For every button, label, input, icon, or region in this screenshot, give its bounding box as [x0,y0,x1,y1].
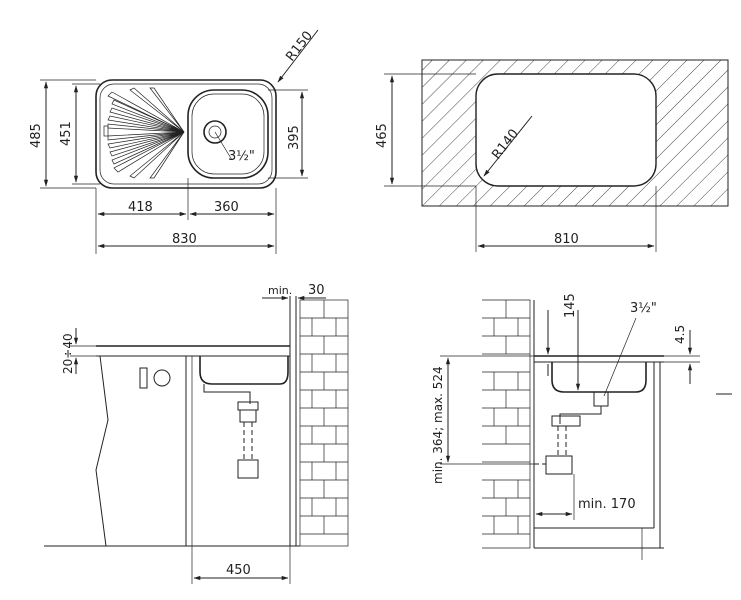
front-section-view: 145 3½" 4.5 min. 364; max. 524 min. 170 [431,293,732,560]
brick-wall-right [482,299,531,549]
drainer-width-label: 418 [128,200,153,215]
height-range-label: min. 364; max. 524 [431,366,445,484]
worktop-thickness-label: 20÷40 [61,333,75,374]
trap-icon [237,459,259,479]
rim-height-label: 4.5 [673,325,687,344]
cutout-outline [475,73,657,187]
cutout-width-label: 810 [554,232,579,247]
trap-front-icon [545,455,573,475]
radius-label: R150 [283,29,316,65]
control-knob-icon [139,367,148,389]
waste-front-size-label: 3½" [630,301,657,316]
drop-value-label: 145 [563,293,578,318]
sink-outer-outline [95,79,277,189]
bowl-outline [187,89,269,179]
min-gap-label: min. [268,284,292,297]
cutout-depth-label: 465 [375,123,390,148]
bowl-outer-depth-label: 451 [59,121,74,146]
cutout-plan-view: 465 R140 810 [375,59,729,252]
bowl-width-label: 360 [214,200,239,215]
bowl-front-section [551,362,647,393]
brick-wall-left [299,299,349,547]
bowl-depth-label: 395 [287,125,302,150]
side-section-view: min. 30 20÷40 450 [44,283,349,584]
min-clearance-label: min. 170 [578,497,636,512]
sink-plan-view: R150 485 451 395 418 360 830 3½" [29,29,319,254]
drainer-ribs [107,87,185,179]
overall-width-label: 830 [172,232,197,247]
overall-depth-label: 485 [29,123,44,148]
gap-value-label: 30 [308,283,325,298]
waste-size-label: 3½" [228,149,255,164]
bowl-section [199,356,289,385]
drain-icon [203,120,227,144]
cabinet-width-label: 450 [226,563,251,578]
